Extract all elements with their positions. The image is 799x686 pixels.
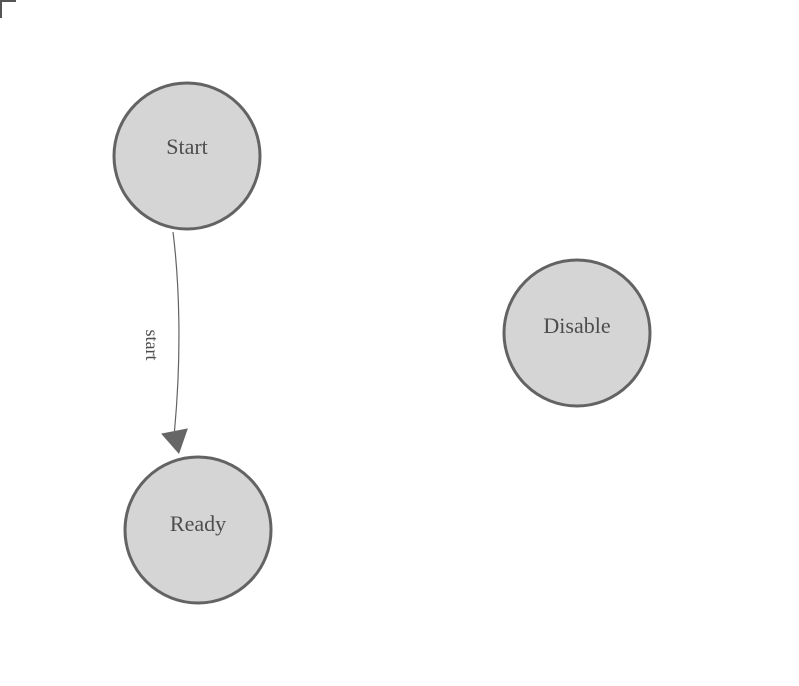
- state-node-disable-circle[interactable]: [502, 258, 652, 408]
- state-node-disable-label: Disable: [543, 313, 610, 338]
- state-node-start-circle[interactable]: [112, 81, 262, 231]
- edge-label: start: [142, 330, 162, 361]
- transition-edge-start-ready[interactable]: start: [142, 231, 188, 454]
- state-node-ready[interactable]: Ready: [123, 455, 273, 605]
- state-node-disable[interactable]: Disable: [502, 258, 652, 408]
- state-node-start-label: Start: [166, 134, 208, 159]
- edge-arrowhead-icon: [161, 428, 188, 454]
- state-node-ready-circle[interactable]: [123, 455, 273, 605]
- edge-line[interactable]: [172, 231, 180, 432]
- state-node-start[interactable]: Start: [112, 81, 262, 231]
- state-node-ready-label: Ready: [170, 511, 226, 536]
- canvas-origin-corner-icon: [0, 0, 16, 18]
